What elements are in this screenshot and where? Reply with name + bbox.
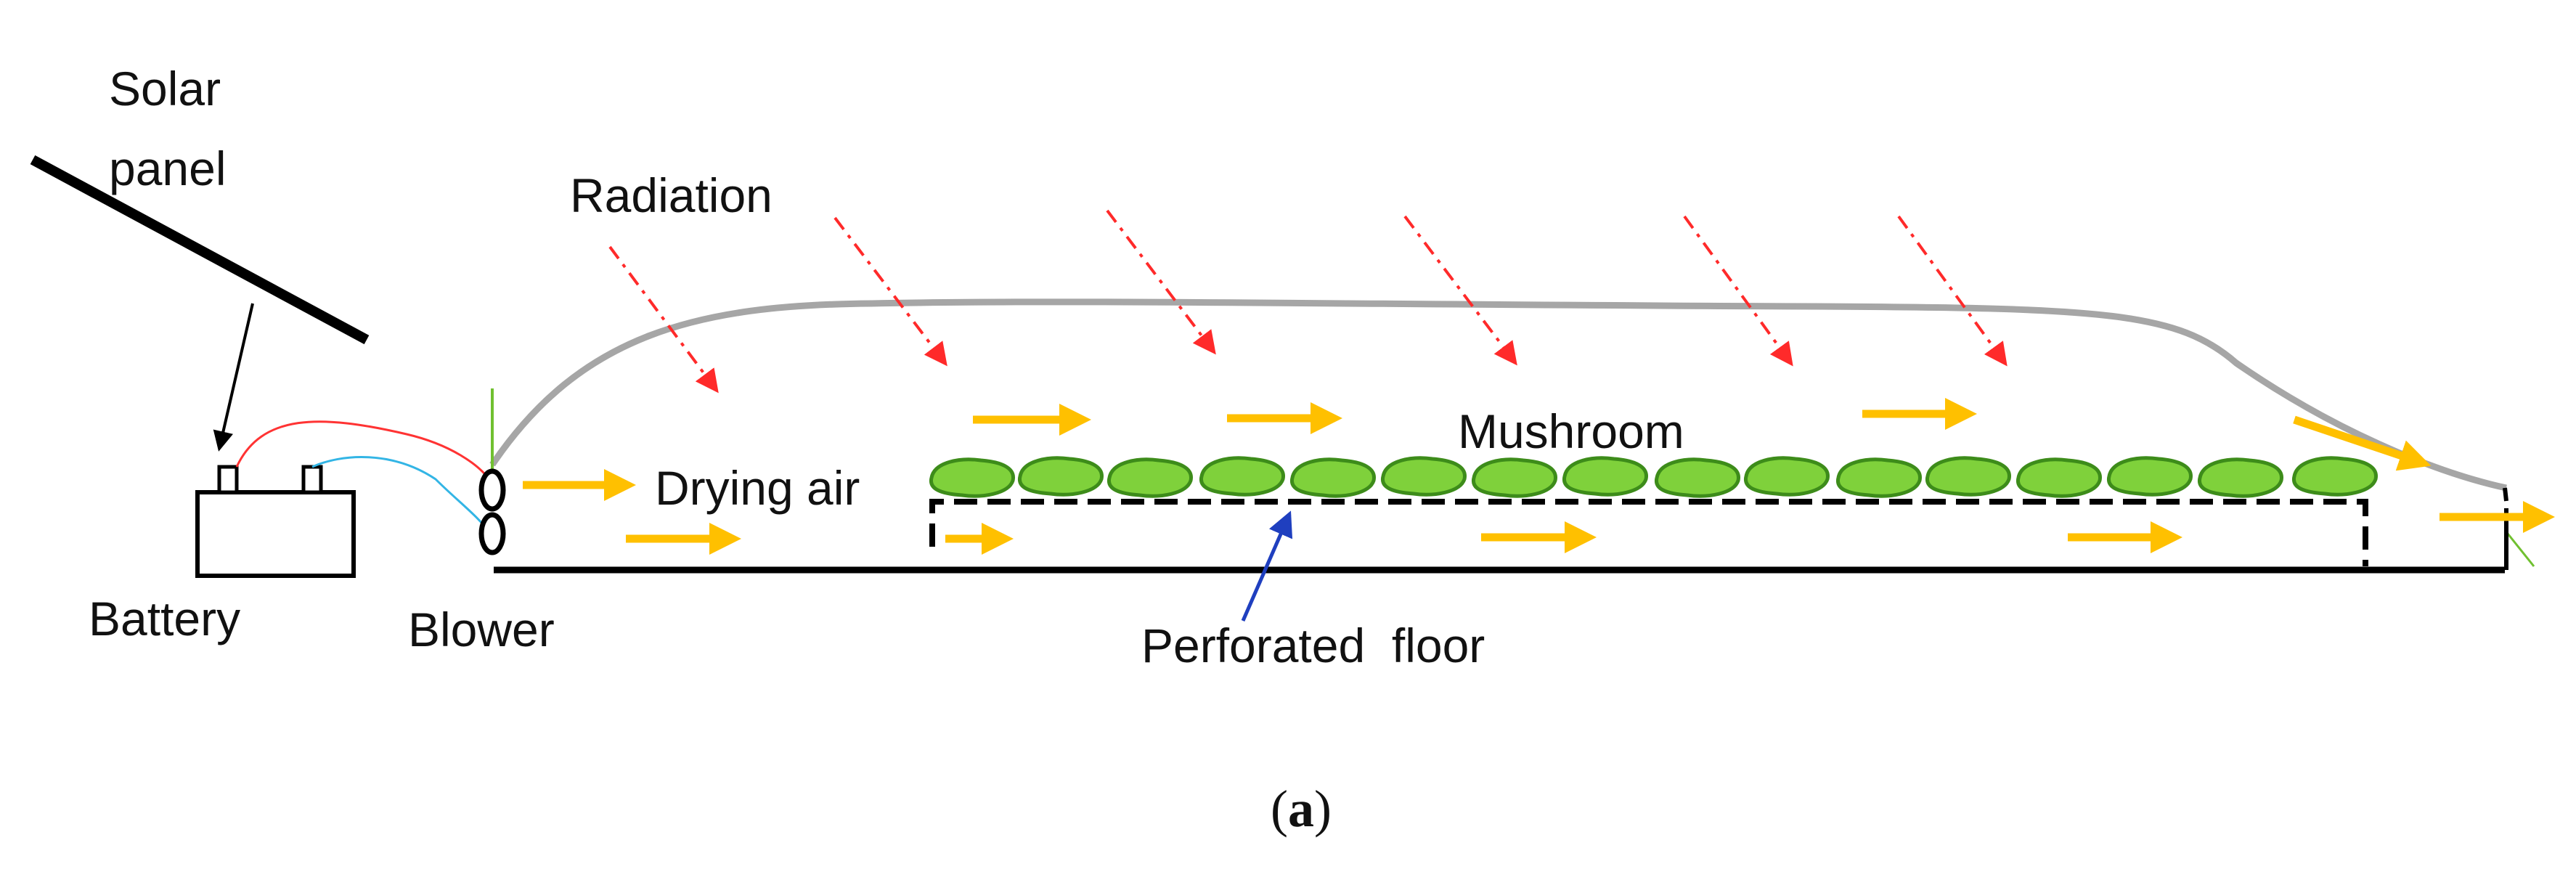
wire-negative — [311, 456, 492, 534]
radiation-arrows — [608, 209, 2008, 394]
blower-blade-bottom — [478, 512, 506, 555]
wire-positive — [235, 420, 492, 481]
radiation-arrow — [1403, 215, 1517, 366]
battery-body — [195, 490, 356, 578]
mushroom-slice — [1836, 457, 1922, 498]
blower-blade-top — [478, 468, 506, 512]
solar-panel — [30, 155, 370, 345]
outlet-wall — [2503, 487, 2508, 570]
radiation-arrow — [608, 245, 719, 394]
radiation-arrow — [1897, 215, 2008, 367]
mushroom-slice — [2198, 457, 2283, 498]
solar-to-battery-arrow — [213, 303, 254, 452]
mushroom-slice — [929, 457, 1015, 498]
mushroom-slice — [2107, 456, 2193, 497]
radiation-arrow — [833, 216, 947, 367]
blower-icon — [478, 468, 506, 555]
mushroom-slice — [1290, 457, 1376, 498]
mushroom-slice — [2292, 456, 2378, 497]
perforated-floor — [929, 499, 2368, 566]
mushroom-slice — [1744, 456, 1830, 497]
perforated-floor-label: Perforated floor — [1141, 619, 1485, 672]
radiation-arrow — [1106, 209, 1216, 355]
dryer-dome — [489, 298, 2507, 492]
mushroom-slice — [1472, 457, 1557, 498]
mushroom-label: Mushroom — [1458, 404, 1684, 458]
solar-panel-label-line1: Solar — [109, 62, 221, 115]
mushroom-slice — [1562, 456, 1648, 497]
battery-label: Battery — [89, 592, 240, 645]
perforated-floor-pointer — [1241, 510, 1293, 622]
battery-terminal-negative — [301, 465, 323, 494]
drying-air-arrow — [2293, 415, 2432, 471]
radiation-arrow — [1683, 215, 1793, 367]
mushroom-slice — [1925, 456, 2011, 497]
radiation-label: Radiation — [570, 168, 773, 222]
mushroom-slice — [1018, 456, 1104, 497]
mushroom-slice — [1199, 456, 1285, 497]
outlet-marker — [2503, 529, 2535, 567]
mushroom-slice — [2016, 457, 2102, 498]
drying-air-label: Drying air — [655, 461, 860, 515]
mushroom-slice — [1381, 456, 1467, 497]
drying-air-arrows — [523, 398, 2555, 555]
battery — [195, 465, 356, 578]
caption-letter: a — [1288, 780, 1314, 838]
solar-panel-label-line2: panel — [109, 142, 227, 195]
mushroom-layer — [929, 456, 2378, 498]
blower-label: Blower — [408, 603, 555, 656]
caption-close: ) — [1314, 780, 1332, 838]
mushroom-slice — [1107, 457, 1193, 498]
battery-terminal-positive — [217, 465, 239, 494]
mushroom-slice — [1655, 457, 1740, 498]
caption-open: ( — [1271, 780, 1288, 838]
figure-caption: (a) — [1271, 780, 1332, 838]
